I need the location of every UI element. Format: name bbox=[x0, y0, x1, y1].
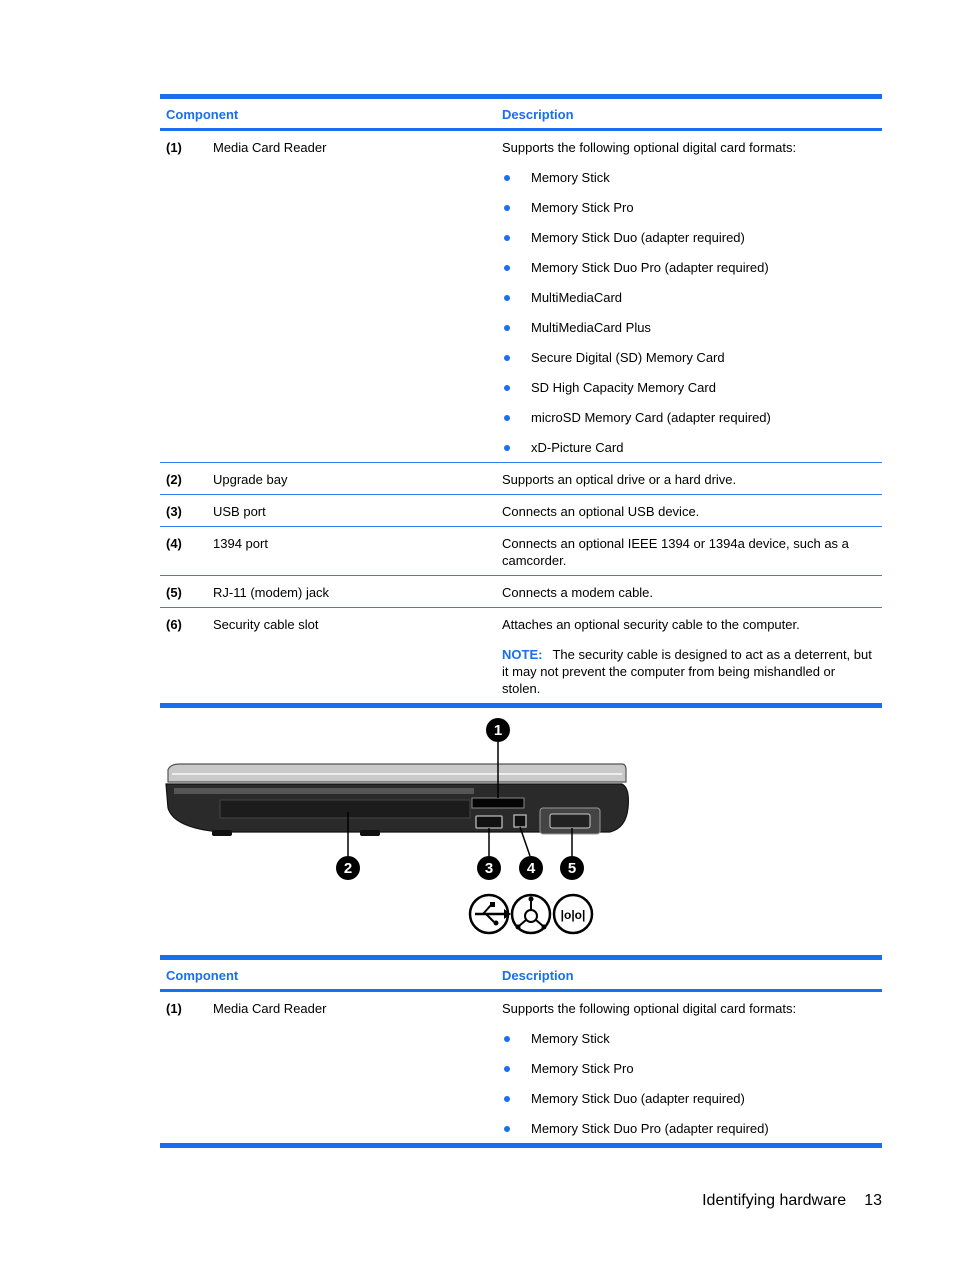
list-item: xD-Picture Card bbox=[502, 439, 876, 456]
callout-circle bbox=[519, 856, 543, 880]
row-number: (2) bbox=[160, 462, 207, 495]
list-item: MultiMediaCard Plus bbox=[502, 319, 876, 336]
table-row: (6) Security cable slot Attaches an opti… bbox=[160, 607, 882, 708]
laptop-foot bbox=[360, 830, 380, 836]
component-name: 1394 port bbox=[207, 526, 496, 576]
row-number: (6) bbox=[160, 607, 207, 708]
component-description: Attaches an optional security cable to t… bbox=[496, 607, 882, 708]
callout-number: 4 bbox=[527, 860, 536, 877]
component-name: Upgrade bay bbox=[207, 462, 496, 495]
usb-icon bbox=[468, 893, 511, 935]
upgrade-bay bbox=[219, 799, 471, 819]
description-text: Supports the following optional digital … bbox=[502, 1001, 797, 1016]
rj11-jack bbox=[549, 813, 591, 829]
media-card-slot bbox=[471, 797, 525, 809]
callout-line bbox=[519, 826, 531, 857]
table-row: (1) Media Card Reader Supports the follo… bbox=[160, 990, 882, 1148]
component-name: Security cable slot bbox=[207, 607, 496, 708]
laptop-left-side-illustration: 1 2 3 4 5 |o|o| bbox=[165, 718, 629, 935]
description-text: Supports the following optional digital … bbox=[502, 140, 797, 155]
note: NOTE:The security cable is designed to a… bbox=[502, 646, 876, 697]
callout-number: 1 bbox=[494, 722, 502, 739]
component-table-2: Component Description (1) Media Card Rea… bbox=[160, 955, 882, 1148]
card-format-list: Memory Stick Memory Stick Pro Memory Sti… bbox=[502, 1030, 876, 1137]
usb-port bbox=[475, 815, 503, 829]
component-name: Media Card Reader bbox=[207, 990, 496, 1148]
modem-rj11-icon: |o|o| bbox=[552, 893, 594, 935]
component-name: USB port bbox=[207, 494, 496, 527]
callout-circle bbox=[486, 718, 510, 742]
component-description: Supports an optical drive or a hard driv… bbox=[496, 462, 882, 495]
component-description: Supports the following optional digital … bbox=[496, 129, 882, 463]
list-item: microSD Memory Card (adapter required) bbox=[502, 409, 876, 426]
table-row: (5) RJ-11 (modem) jack Connects a modem … bbox=[160, 575, 882, 608]
card-format-list: Memory Stick Memory Stick Pro Memory Sti… bbox=[502, 169, 876, 456]
list-item: Memory Stick Pro bbox=[502, 1060, 876, 1077]
list-item: Memory Stick Pro bbox=[502, 199, 876, 216]
component-description: Connects an optional USB device. bbox=[496, 494, 882, 527]
header-component: Component bbox=[160, 955, 496, 992]
callout-circle bbox=[336, 856, 360, 880]
note-label: NOTE: bbox=[502, 647, 543, 662]
component-name: RJ-11 (modem) jack bbox=[207, 575, 496, 608]
laptop-foot bbox=[212, 830, 232, 836]
component-description: Supports the following optional digital … bbox=[496, 990, 882, 1148]
footer-section-title: Identifying hardware bbox=[702, 1192, 847, 1209]
callout-number: 5 bbox=[568, 860, 576, 877]
list-item: Memory Stick Duo (adapter required) bbox=[502, 229, 876, 246]
list-item: Memory Stick bbox=[502, 1030, 876, 1047]
page-number: 13 bbox=[864, 1192, 882, 1209]
callout-number: 2 bbox=[344, 860, 352, 877]
note-text: The security cable is designed to act as… bbox=[502, 647, 872, 696]
callout-number: 3 bbox=[485, 860, 493, 877]
list-item: Memory Stick Duo Pro (adapter required) bbox=[502, 259, 876, 276]
table-row: (1) Media Card Reader Supports the follo… bbox=[160, 129, 882, 463]
header-component: Component bbox=[160, 94, 496, 131]
row-number: (4) bbox=[160, 526, 207, 576]
table-row: (3) USB port Connects an optional USB de… bbox=[160, 494, 882, 527]
row-number: (5) bbox=[160, 575, 207, 608]
table-row: (2) Upgrade bay Supports an optical driv… bbox=[160, 462, 882, 495]
description-text: Attaches an optional security cable to t… bbox=[502, 617, 800, 632]
component-table-1: Component Description (1) Media Card Rea… bbox=[160, 94, 882, 708]
row-number: (3) bbox=[160, 494, 207, 527]
list-item: Secure Digital (SD) Memory Card bbox=[502, 349, 876, 366]
list-item: Memory Stick Duo Pro (adapter required) bbox=[502, 1120, 876, 1137]
component-description: Connects a modem cable. bbox=[496, 575, 882, 608]
component-name: Media Card Reader bbox=[207, 129, 496, 463]
list-item: Memory Stick Duo (adapter required) bbox=[502, 1090, 876, 1107]
list-item: SD High Capacity Memory Card bbox=[502, 379, 876, 396]
row-number: (1) bbox=[160, 129, 207, 463]
component-description: Connects an optional IEEE 1394 or 1394a … bbox=[496, 526, 882, 576]
table-row: (4) 1394 port Connects an optional IEEE … bbox=[160, 526, 882, 576]
header-description: Description bbox=[496, 94, 882, 131]
ieee1394-port bbox=[513, 814, 527, 828]
list-item: Memory Stick bbox=[502, 169, 876, 186]
header-description: Description bbox=[496, 955, 882, 992]
page-footer: Identifying hardware 13 bbox=[684, 1192, 882, 1210]
callout-circle bbox=[477, 856, 501, 880]
firewire-1394-icon bbox=[510, 893, 552, 935]
modem-icon-glyph: |o|o| bbox=[561, 908, 586, 922]
list-item: MultiMediaCard bbox=[502, 289, 876, 306]
row-number: (1) bbox=[160, 990, 207, 1148]
callout-circle bbox=[560, 856, 584, 880]
base-edge bbox=[174, 788, 474, 794]
